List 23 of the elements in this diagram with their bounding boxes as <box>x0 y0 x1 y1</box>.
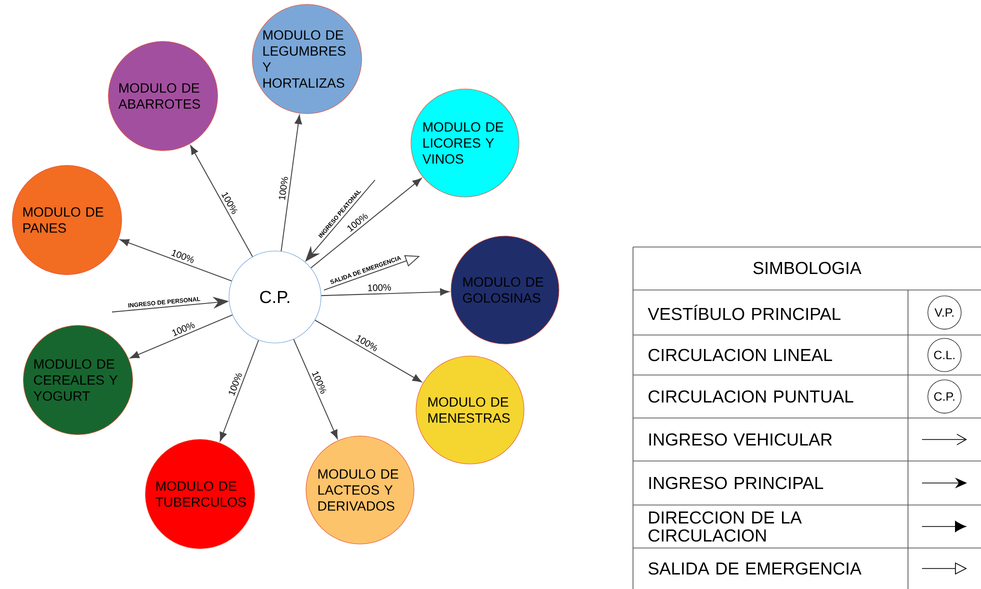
legend-text: DIRECCION DE LA CIRCULACION <box>648 511 802 542</box>
edge-label: 100% <box>276 174 290 202</box>
edge-label: 100% <box>310 368 329 396</box>
arrow <box>130 314 233 358</box>
arrow <box>293 338 338 440</box>
legend-title: SIMBOLOGIA <box>753 262 862 274</box>
edge-label: 100% <box>168 247 197 266</box>
edge-label: 100% <box>169 319 198 338</box>
arrow <box>310 178 422 268</box>
arrow <box>314 320 422 382</box>
edge-label: 100% <box>226 370 244 398</box>
legend-text: CIRCULACION PUNTUAL <box>648 390 854 403</box>
legend-text: INGRESO VEHICULAR <box>649 433 832 446</box>
arrow <box>120 239 232 282</box>
edge-label: 100% <box>366 282 393 293</box>
arrow <box>320 288 450 296</box>
arrow <box>280 114 302 252</box>
legend-text: INGRESO PRINCIPAL <box>649 476 824 490</box>
arrow <box>190 145 253 258</box>
arrow <box>220 340 260 442</box>
legend-text: VESTÍBULO PRINCIPAL <box>648 304 840 320</box>
legend-text: SALIDA DE EMERGENCIA <box>648 562 862 575</box>
legend-text: CIRCULACION LINEAL <box>648 348 832 362</box>
